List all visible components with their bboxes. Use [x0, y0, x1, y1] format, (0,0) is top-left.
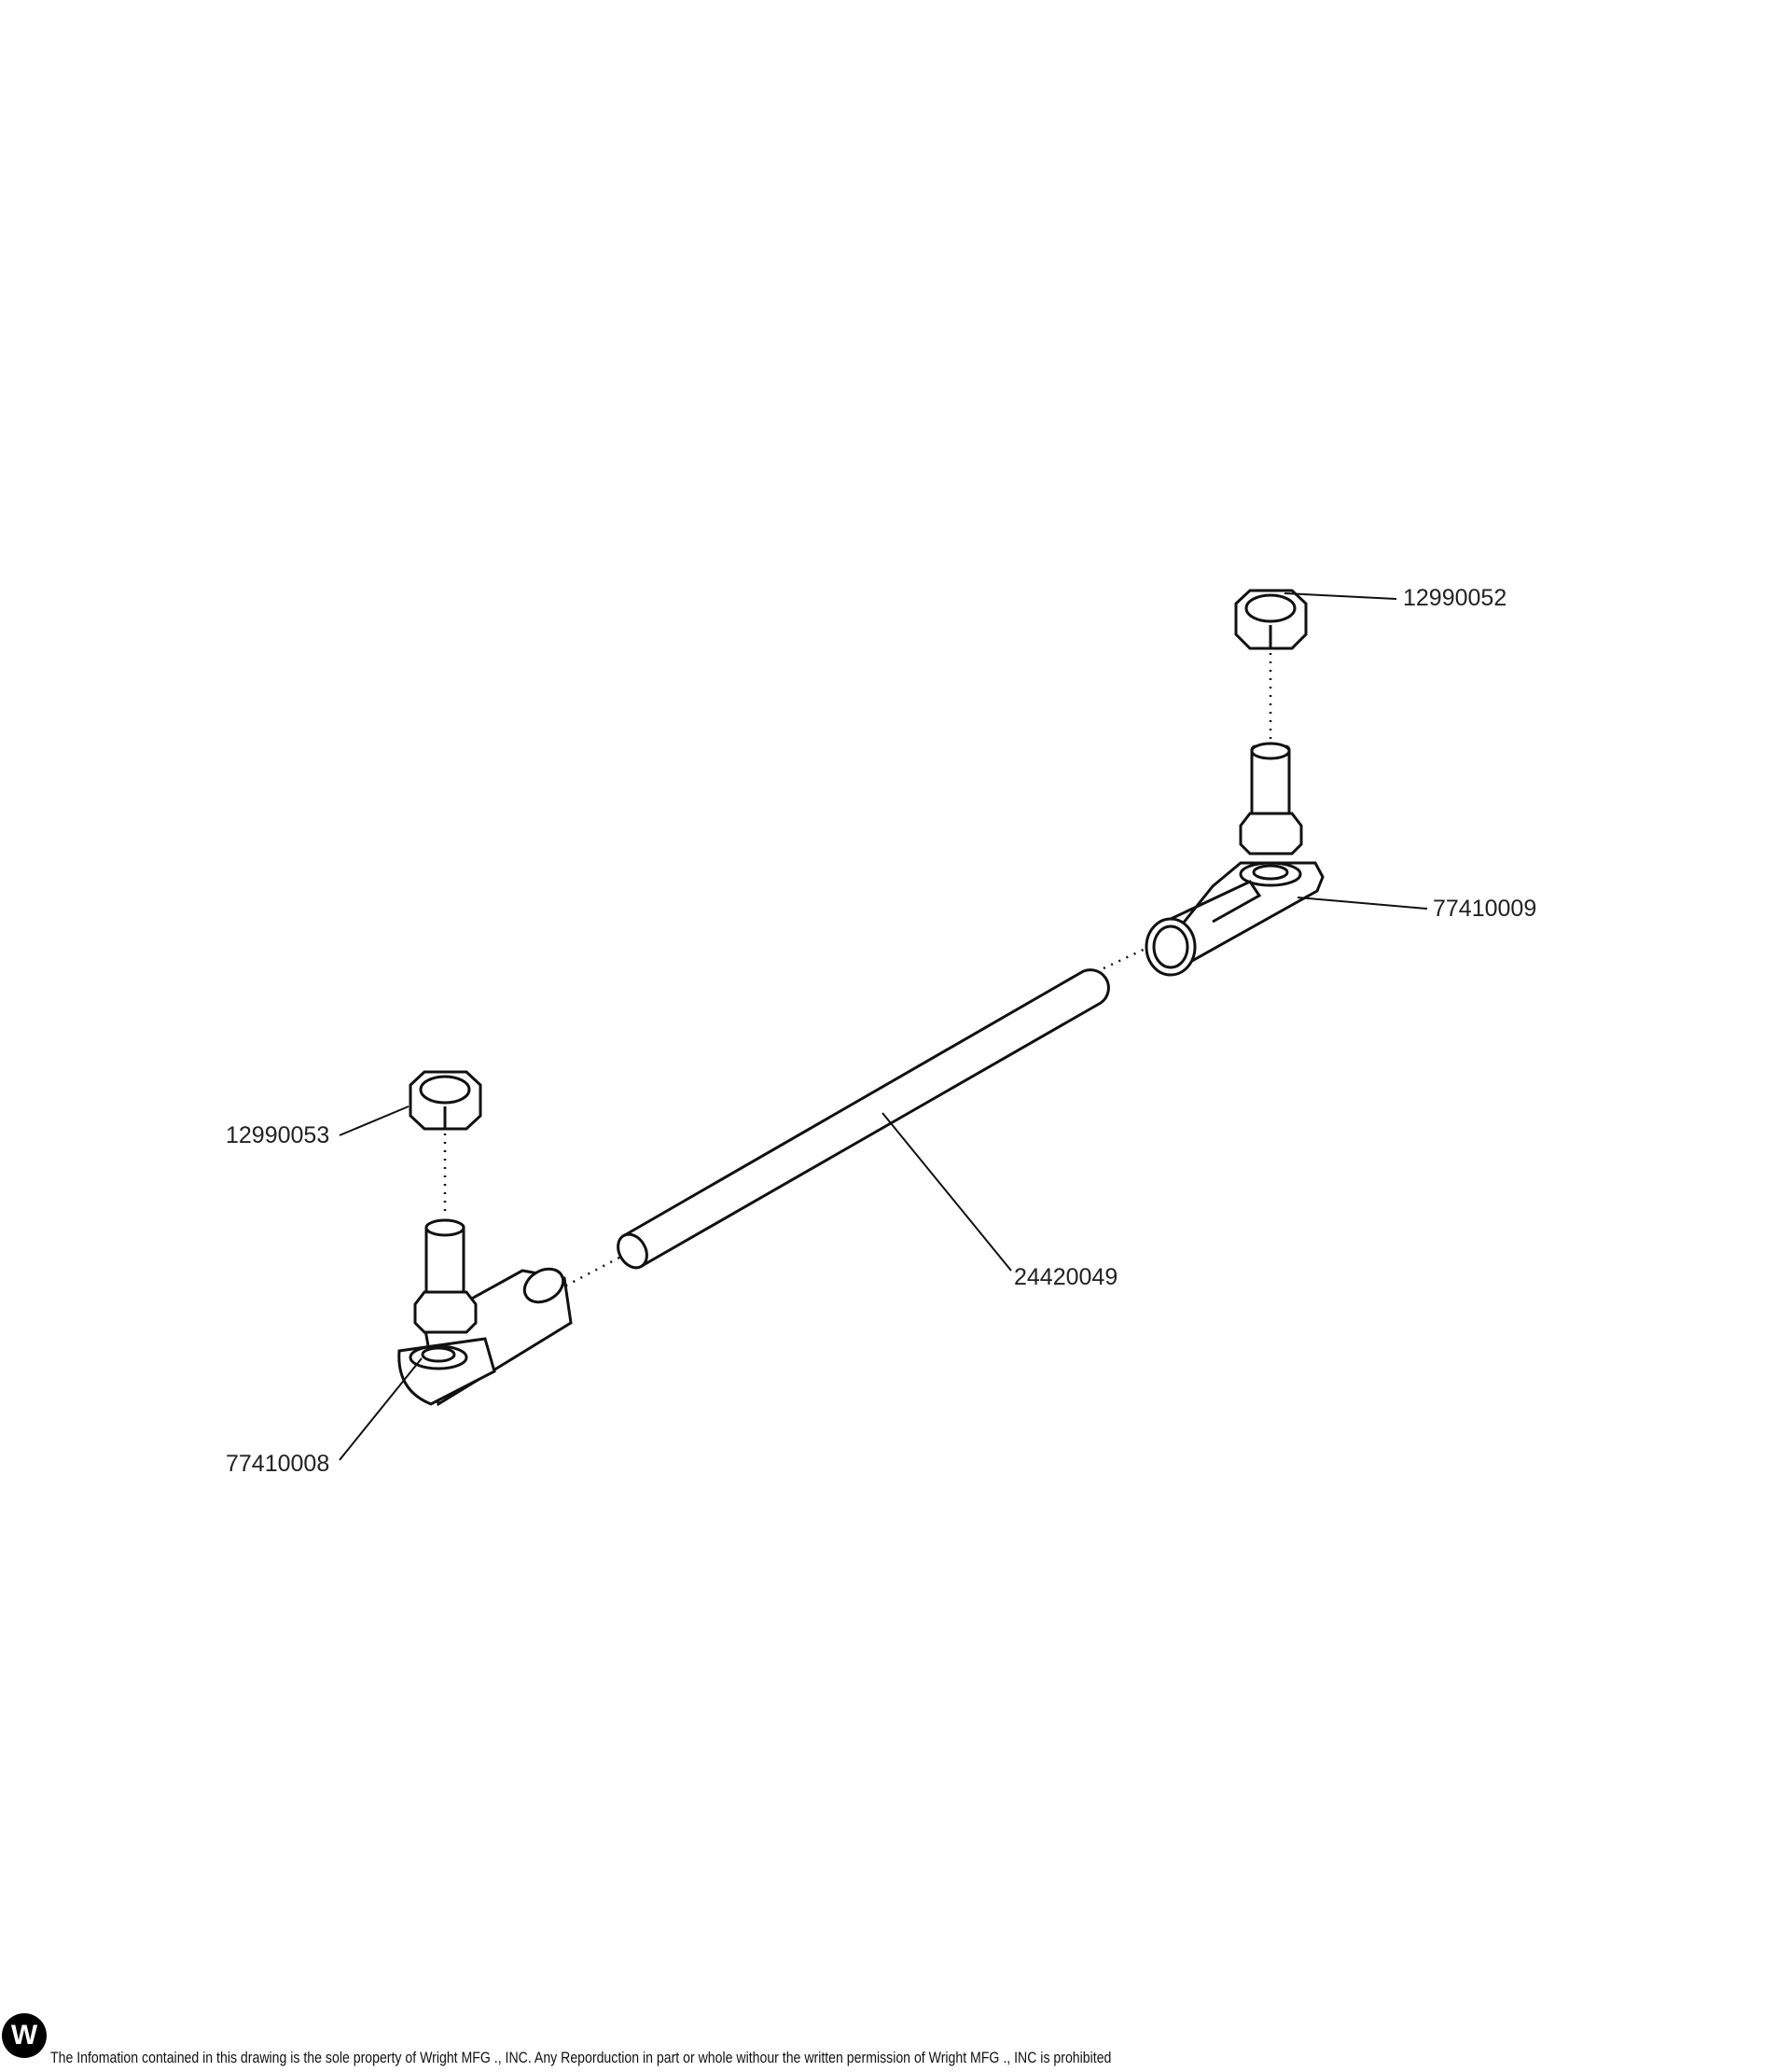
hex-nut-left — [409, 1070, 482, 1131]
rod-end-left — [397, 1218, 573, 1407]
tube — [617, 968, 1110, 1270]
leader-lines — [339, 592, 1428, 1461]
copyright-notice: The Infomation contained in this drawing… — [50, 2049, 1112, 2066]
part-label-tube: 24420049 — [1014, 1264, 1118, 1290]
rod-end-right — [1145, 742, 1325, 977]
part-label-rod-end-right: 77410009 — [1433, 896, 1537, 922]
hex-nut-right — [1234, 589, 1308, 650]
assembly-guide-lines — [443, 653, 1272, 1287]
company-logo: W — [2, 2013, 47, 2058]
part-label-nut-left: 12990053 — [226, 1122, 330, 1148]
part-label-rod-end-left: 77410008 — [226, 1451, 330, 1477]
part-label-nut-right: 12990052 — [1403, 585, 1507, 611]
